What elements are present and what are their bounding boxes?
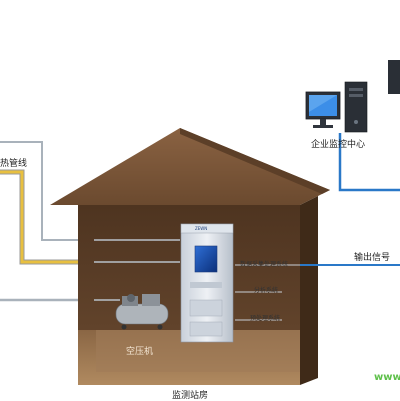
analysis-system-label: 分析系统	[254, 287, 279, 294]
enterprise-monitor-center-label: 企业监控中心	[311, 140, 366, 150]
heat-tracing-line	[0, 169, 80, 265]
air-compressor-icon	[115, 294, 169, 330]
cabinet-brand-label: ZEWN	[195, 226, 208, 231]
house-side-wall	[300, 196, 318, 385]
pretreatment-system-label: 预处理系统	[250, 315, 281, 322]
heat-tracing-line-label: 热管线	[0, 159, 28, 169]
watermark-text: www	[374, 372, 400, 383]
house-floor-inner	[96, 330, 300, 372]
analyzer-cabinet-icon	[180, 223, 234, 343]
roof-edge	[180, 128, 330, 194]
computer-icon-partial	[388, 60, 400, 94]
interior-lines	[94, 239, 300, 321]
house-roof	[50, 128, 330, 205]
output-signal-label: 输出信号	[354, 253, 391, 263]
monitoring-station-label: 监测站房	[172, 391, 209, 401]
air-compressor-label: 空压机	[126, 347, 154, 357]
server-icon	[344, 81, 368, 133]
computer-icon	[305, 91, 341, 128]
signal-line	[300, 133, 400, 266]
gray-pipe-lines	[0, 141, 80, 302]
data-acquisition-system-label: 数据采集处理系统	[240, 261, 289, 268]
